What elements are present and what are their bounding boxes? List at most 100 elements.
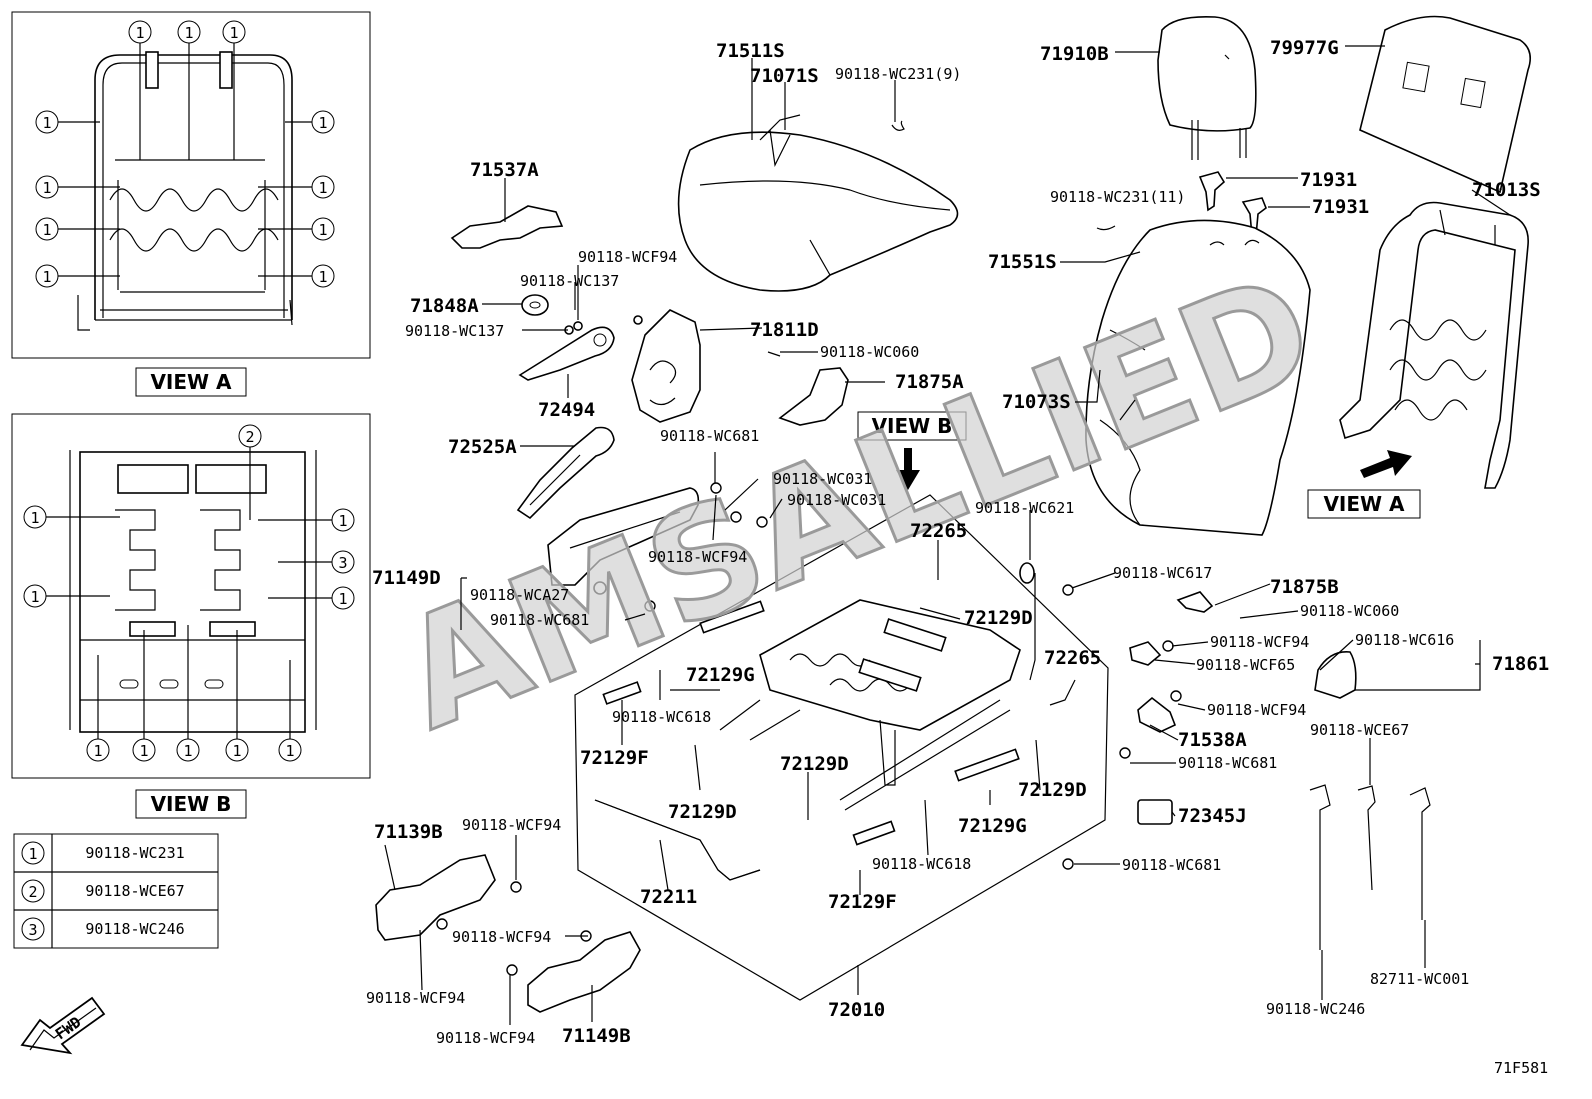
- lever-72525a: [516, 426, 615, 520]
- view-a-callouts: 1 1 1 1 1 1 1 1 1 1 1: [35, 20, 335, 288]
- view-a-ref-box: [1307, 489, 1421, 519]
- part-label: 71071S: [750, 65, 819, 87]
- part-label: 90118-WC231(9): [835, 65, 961, 83]
- svg-text:1: 1: [338, 512, 347, 530]
- svg-text:2: 2: [245, 428, 254, 446]
- seat-adjuster-group-outline: [574, 494, 1109, 1001]
- part-label: 71073S: [1002, 391, 1071, 413]
- part-label: 90118-WCF94: [436, 1029, 535, 1047]
- diagram-code: 71F581: [1494, 1059, 1548, 1077]
- svg-text:1: 1: [42, 268, 51, 286]
- part-label: 72129G: [958, 815, 1027, 837]
- callout-1: 1: [311, 217, 335, 241]
- view-b-label-box: [135, 789, 247, 819]
- pad-79977g: [1359, 15, 1531, 194]
- part-label: 90118-WC246: [1266, 1000, 1365, 1018]
- clip-icon: [593, 581, 607, 595]
- screw-icon: [767, 351, 781, 357]
- part-label: 90118-WCF94: [1207, 701, 1306, 719]
- seatback-frame-71013s: [1339, 201, 1529, 489]
- part-label: 72010: [828, 999, 885, 1021]
- part-label: 90118-WC618: [612, 708, 711, 726]
- svg-text:1: 1: [42, 179, 51, 197]
- cover-71139b: [375, 854, 496, 941]
- clip-icon: [891, 120, 905, 131]
- part-label: 72494: [538, 399, 595, 421]
- callout-1: 1: [35, 264, 59, 288]
- callout-2: 2: [238, 424, 262, 448]
- callout-1: 1: [128, 20, 152, 44]
- callout-1: 1: [331, 586, 355, 610]
- cover-71149b: [527, 931, 641, 1013]
- seat-cushion-71511s: [677, 114, 959, 292]
- part-label: 90118-WC618: [872, 855, 971, 873]
- part-label: 71551S: [988, 251, 1057, 273]
- callout-1: 1: [311, 264, 335, 288]
- callout-3: 3: [331, 550, 355, 574]
- svg-text:3: 3: [338, 554, 347, 572]
- headrest-71910b: [1157, 15, 1257, 160]
- leader-lines: [384, 45, 1511, 1025]
- part-label: 71811D: [750, 319, 819, 341]
- svg-text:1: 1: [135, 24, 144, 42]
- svg-text:1: 1: [184, 24, 193, 42]
- part-label: 90118-WCF94: [648, 548, 747, 566]
- part-label: 71931: [1300, 169, 1357, 191]
- part-label: 90118-WCF94: [366, 989, 465, 1007]
- svg-text:1: 1: [42, 221, 51, 239]
- svg-text:1: 1: [28, 845, 37, 863]
- part-label: 79977G: [1270, 37, 1339, 59]
- part-label: 71511S: [716, 40, 785, 62]
- part-label: 90118-WC681: [1122, 856, 1221, 874]
- slider-72129f: [602, 681, 642, 705]
- svg-text:1: 1: [139, 742, 148, 760]
- callout-1: 1: [222, 20, 246, 44]
- part-label: 71848A: [410, 295, 479, 317]
- callout-1: 1: [311, 110, 335, 134]
- callout-1: 1: [23, 584, 47, 608]
- cover-71537a: [450, 205, 564, 249]
- part-label: 72211: [640, 886, 697, 908]
- part-label: 71149B: [562, 1025, 631, 1047]
- part-label: 82711-WC001: [1370, 970, 1469, 988]
- callout-1: 1: [35, 175, 59, 199]
- view-a-label-box: [135, 367, 247, 397]
- callout-1: 1: [35, 110, 59, 134]
- part-label: 71149D: [372, 567, 441, 589]
- part-label: 90118-WC060: [1300, 602, 1399, 620]
- view-b-callouts: 2 1 1 1 3 1 1 1 1 1 1: [23, 424, 355, 762]
- svg-text:1: 1: [338, 590, 347, 608]
- bolt-icons: [436, 321, 1182, 976]
- clip-icon: [1019, 562, 1035, 584]
- part-label: 72265: [1044, 647, 1101, 669]
- svg-text:1: 1: [232, 742, 241, 760]
- cable-tie-wc246: [1309, 784, 1331, 950]
- callout-1: 1: [176, 738, 200, 762]
- part-label: 90118-WCA27: [470, 586, 569, 604]
- part-label: 90118-WC031: [773, 470, 872, 488]
- view-b-ref-label: VIEW B: [872, 414, 953, 438]
- svg-text:1: 1: [318, 221, 327, 239]
- part-label: 71013S: [1472, 179, 1541, 201]
- bracket-71875a: [778, 367, 849, 426]
- part-label: 71931: [1312, 196, 1369, 218]
- legend-row: 1 90118-WC231: [21, 841, 185, 865]
- callout-1: 1: [331, 508, 355, 532]
- svg-text:1: 1: [93, 742, 102, 760]
- view-b-arrow-icon: [896, 448, 920, 490]
- view-b-panel: 2 1 1 1 3 1 1 1 1 1 1 VIEW B: [11, 413, 371, 819]
- part-label: 72265: [910, 520, 967, 542]
- part-label: 72345J: [1178, 805, 1247, 827]
- view-a-label: VIEW A: [150, 370, 232, 394]
- clip-icon: [1096, 225, 1116, 231]
- svg-text:1: 1: [183, 742, 192, 760]
- headrest-guide-71931: [1198, 171, 1267, 237]
- legend-row: 3 90118-WC246: [21, 917, 185, 941]
- part-label: 90118-WC616: [1355, 631, 1454, 649]
- cover-wcf65: [1129, 641, 1162, 666]
- seat-adjuster-72010: [719, 599, 1021, 811]
- part-labels: 71511S 71071S 90118-WC231(9) 71910B 7997…: [366, 37, 1549, 1077]
- svg-text:1: 1: [229, 24, 238, 42]
- slider-72129g: [954, 748, 1020, 782]
